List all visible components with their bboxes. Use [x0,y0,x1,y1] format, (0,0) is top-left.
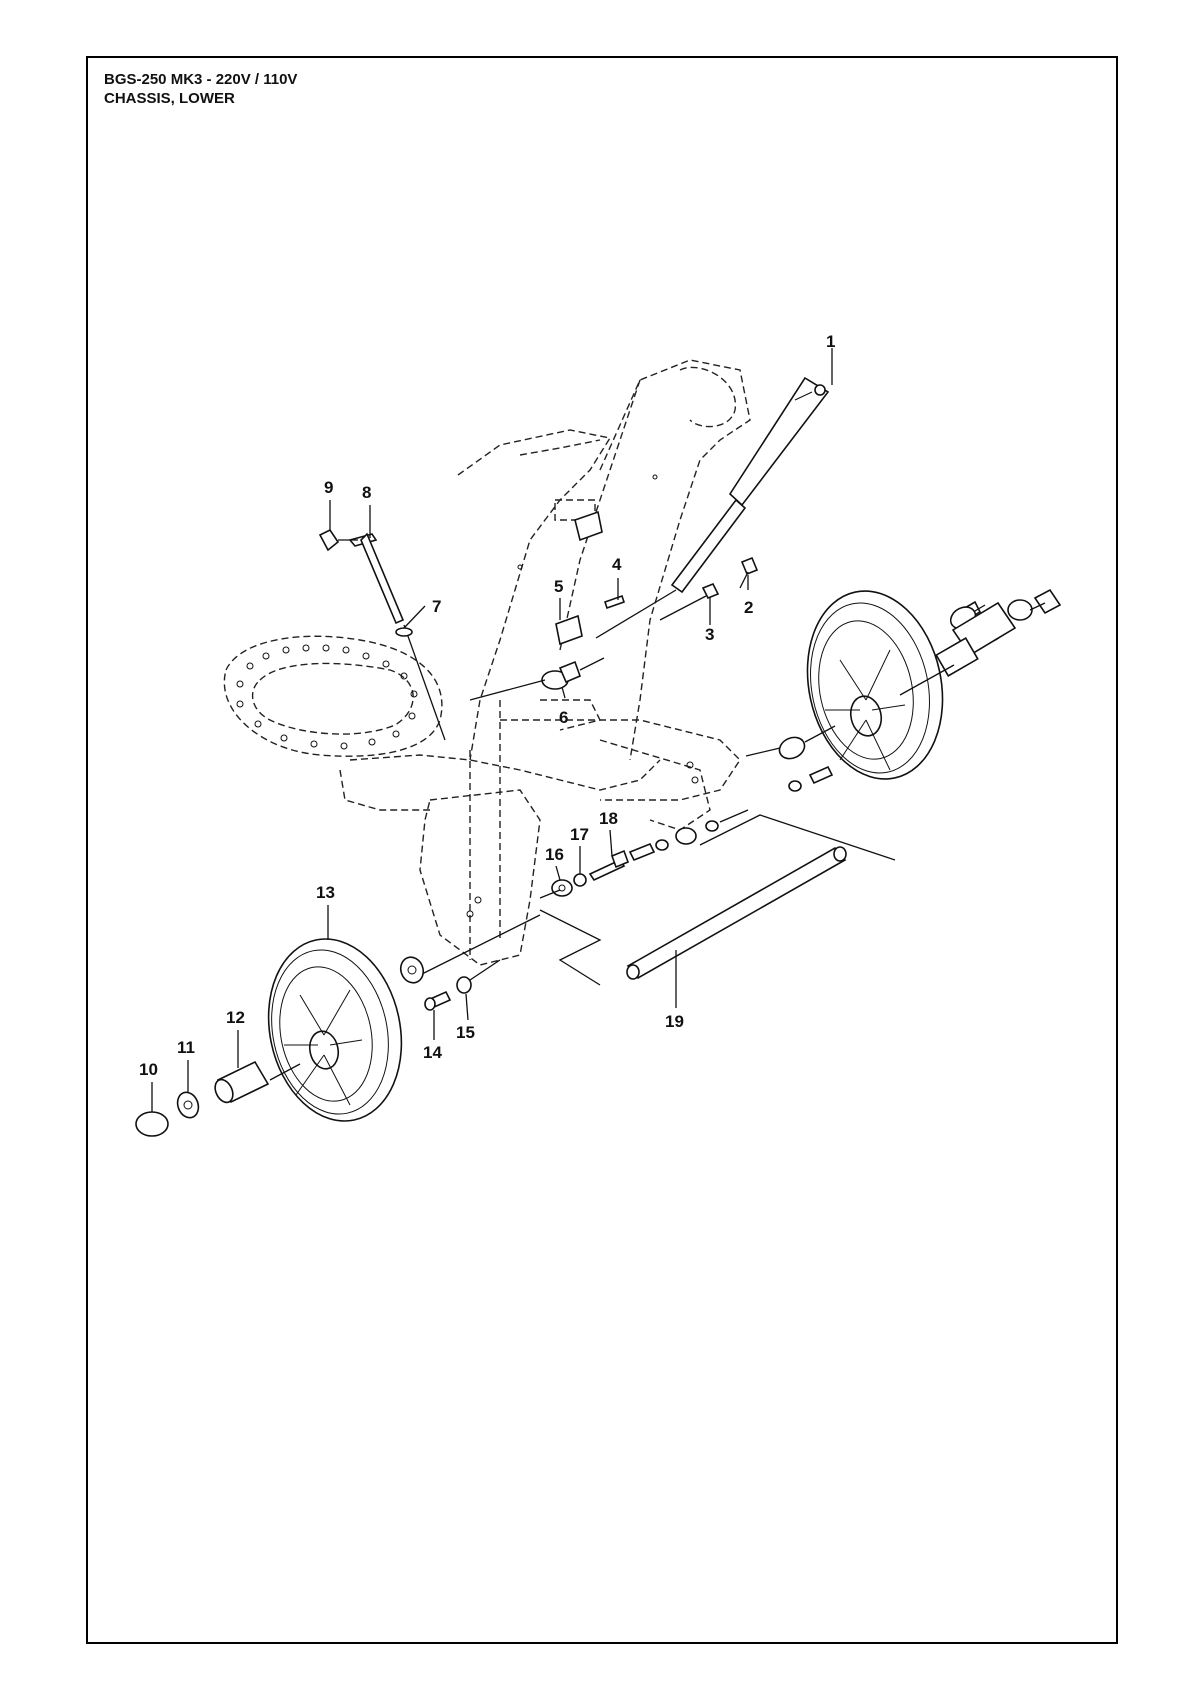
callout-12: 12 [226,1008,245,1027]
right-axle-parts [745,588,1062,760]
callout-18: 18 [599,809,618,828]
left-wheel [267,914,541,1122]
callout-17: 17 [570,825,589,844]
part-10-cap [135,1111,169,1137]
part-4-screw [603,594,626,610]
part-9-clip [318,528,358,552]
part-13-washer [399,956,425,984]
callout-10: 10 [139,1060,158,1079]
callout-9: 9 [324,478,333,497]
part-6-knob [469,657,605,701]
callout-19: 19 [665,1012,684,1031]
callout-13: 13 [316,883,335,902]
center-spacers [539,809,749,899]
part-14-15-right [788,765,834,792]
callout-6: 6 [559,708,568,727]
part-19-axle [539,814,896,986]
part-8-rod [348,532,446,741]
callout-5: 5 [554,577,563,596]
callout-8: 8 [362,483,371,502]
part-16-washer [551,879,573,897]
model-title: BGS-250 MK3 - 220V / 110V [104,71,298,88]
callout-labels: 1 2 3 4 5 6 7 8 9 10 11 12 13 14 15 16 1… [139,332,835,1079]
part-18-bolt [588,849,630,882]
part-12-bushing [214,1060,270,1104]
page-header: BGS-250 MK3 - 220V / 110V CHASSIS, LOWER [104,70,297,108]
callout-16: 16 [545,845,564,864]
part-1-strut [595,376,830,639]
chassis-frame-outline [223,359,751,966]
callout-3: 3 [705,625,714,644]
callout-7: 7 [432,597,441,616]
callout-14: 14 [423,1043,442,1062]
part-15-washer [456,959,501,994]
part-17-lockwasher [573,873,587,887]
part-11-washer [176,1091,200,1119]
part-7-ring [395,627,413,637]
callout-15: 15 [456,1023,475,1042]
page-frame [86,56,1118,1644]
chassis-holes [236,474,699,918]
part-3-nut [659,582,720,621]
leader-lines [151,348,833,1112]
part-14-screw [424,990,452,1011]
callout-1: 1 [826,332,835,351]
section-title: CHASSIS, LOWER [104,90,235,107]
callout-4: 4 [612,555,622,574]
part-2-bolt [739,556,759,589]
part-5-clamp [555,510,603,646]
callout-2: 2 [744,598,753,617]
callout-11: 11 [177,1038,195,1057]
right-wheel [806,590,944,780]
